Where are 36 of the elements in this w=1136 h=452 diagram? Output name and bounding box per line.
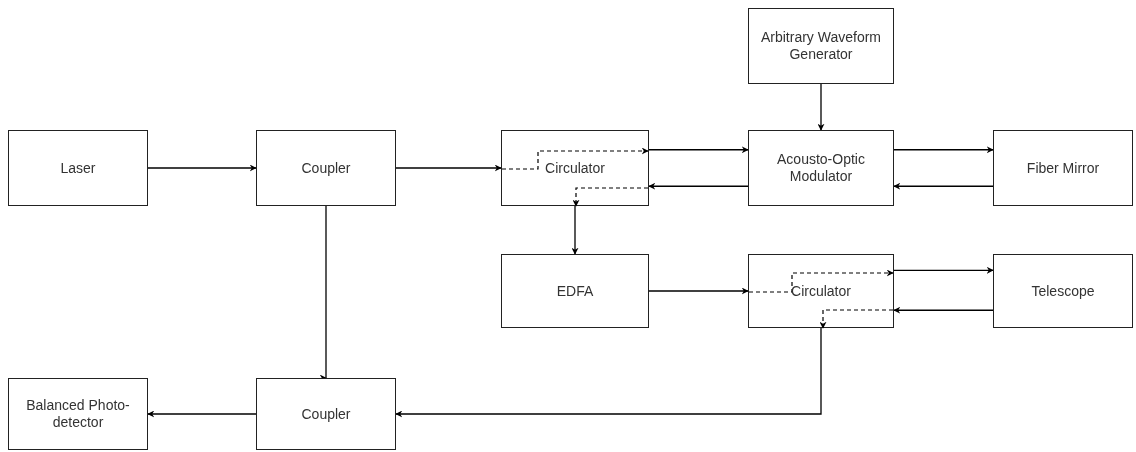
box-label: Circulator bbox=[545, 159, 605, 177]
arrow bbox=[147, 164, 257, 172]
arrow bbox=[395, 327, 822, 418]
process-box bbox=[501, 254, 649, 328]
arrow bbox=[395, 164, 502, 172]
process-box bbox=[993, 254, 1133, 328]
process-box bbox=[256, 130, 396, 206]
process-box bbox=[501, 130, 649, 206]
arrow bbox=[893, 306, 994, 314]
box-label: Telescope bbox=[1031, 282, 1095, 300]
arrow bbox=[893, 182, 994, 190]
box-label: Circulator bbox=[791, 282, 851, 300]
arrow bbox=[817, 83, 825, 131]
box-label: Laser bbox=[60, 159, 96, 177]
arrow bbox=[571, 205, 579, 255]
box-label: Coupler bbox=[301, 159, 351, 177]
arrow bbox=[648, 182, 749, 190]
process-box bbox=[748, 130, 894, 206]
process-box bbox=[8, 378, 148, 450]
arrow bbox=[893, 146, 994, 154]
box-label: EDFA bbox=[556, 282, 594, 300]
box-label: Fiber Mirror bbox=[1026, 159, 1100, 177]
process-box bbox=[256, 378, 396, 450]
box-label: Coupler bbox=[301, 405, 351, 423]
box-label: Balanced Photo-detector bbox=[25, 397, 131, 431]
box-label: Arbitrary Waveform Generator bbox=[759, 29, 883, 63]
process-box bbox=[993, 130, 1133, 206]
arrow bbox=[322, 205, 330, 379]
arrow bbox=[893, 266, 994, 274]
process-box bbox=[748, 8, 894, 84]
process-box bbox=[748, 254, 894, 328]
process-box bbox=[8, 130, 148, 206]
arrow bbox=[147, 410, 257, 418]
box-label: Acousto-Optic Modulator bbox=[776, 151, 866, 185]
arrow bbox=[648, 146, 749, 154]
arrow bbox=[648, 287, 749, 295]
